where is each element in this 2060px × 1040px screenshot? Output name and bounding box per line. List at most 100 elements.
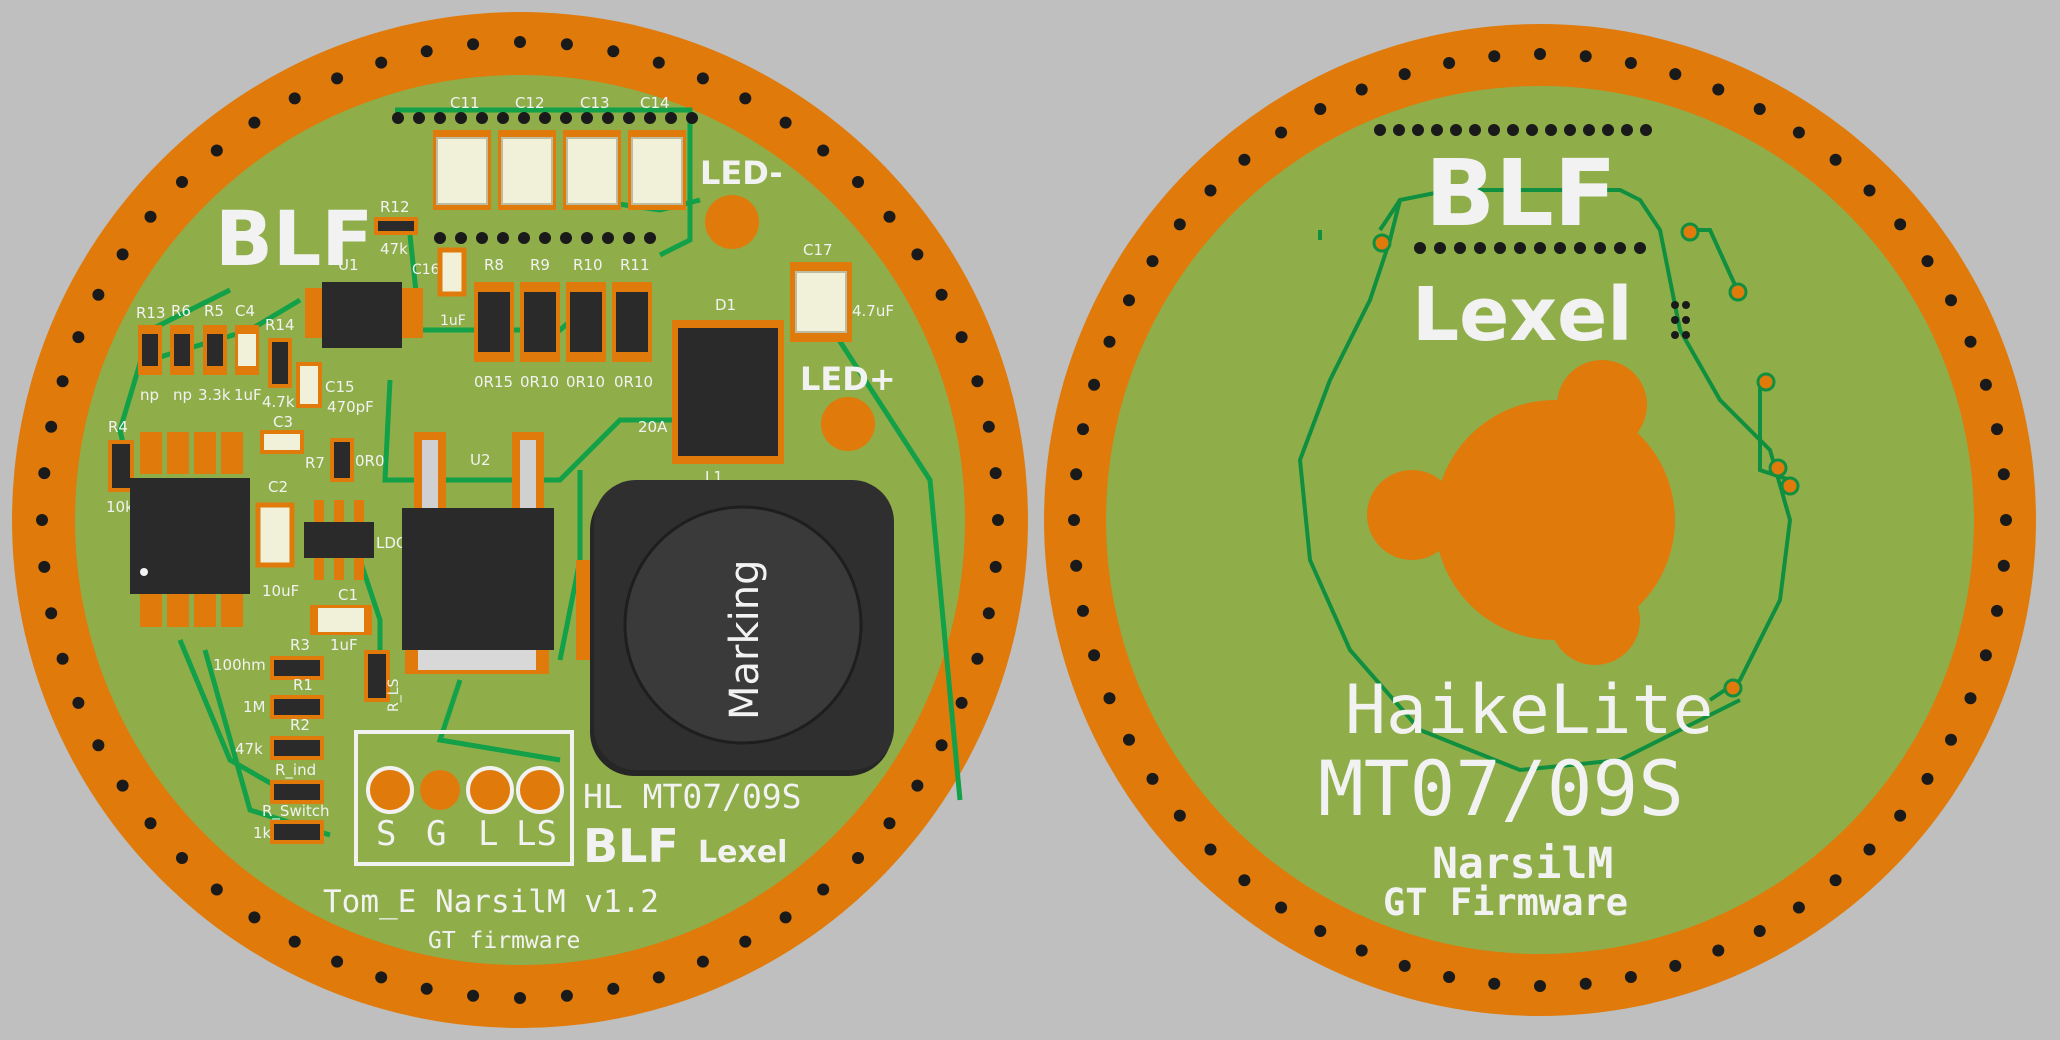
via-hole xyxy=(72,331,85,344)
r-ind-part xyxy=(270,780,324,804)
via-hole xyxy=(1669,68,1682,81)
via-hole xyxy=(56,375,69,388)
via-hole xyxy=(935,739,948,752)
c1-label: C1 xyxy=(338,586,358,604)
via-hole xyxy=(1123,733,1135,746)
cap-label-c12: C12 xyxy=(515,94,545,112)
via-hole xyxy=(1355,944,1368,957)
back-center-pad xyxy=(1367,360,1675,665)
via-hole xyxy=(434,232,446,244)
u2-regulator xyxy=(402,432,554,674)
via-hole xyxy=(1753,103,1766,115)
via-hole xyxy=(1204,843,1217,856)
c17-label: C17 xyxy=(803,241,833,259)
via-hole xyxy=(1414,242,1426,254)
r7-part xyxy=(330,438,354,482)
r9-label: R9 xyxy=(530,256,550,274)
r12-part xyxy=(374,217,418,235)
via-hole xyxy=(413,112,425,124)
back-firmware: GT Firmware xyxy=(1383,881,1628,924)
via-hole xyxy=(852,852,864,864)
via-hole xyxy=(779,911,792,924)
via-hole xyxy=(955,696,968,709)
connector-outline xyxy=(354,730,574,866)
via-hole xyxy=(607,982,620,995)
via-hole xyxy=(45,420,58,433)
inductor-marking: Marking xyxy=(722,560,768,721)
r3-value: 100hm xyxy=(213,656,266,674)
via-hole xyxy=(1921,255,1934,268)
back-blf-logo: BLF xyxy=(1425,140,1617,247)
c2-label: C2 xyxy=(268,478,288,496)
via-hole xyxy=(72,696,85,709)
via-hole xyxy=(644,232,656,244)
r-ls-label: R_LS xyxy=(386,678,402,712)
via-hole xyxy=(1088,649,1101,662)
via-hole xyxy=(116,779,129,792)
via-hole xyxy=(1077,423,1089,436)
shunt-resistor-row xyxy=(474,282,652,362)
via-hole xyxy=(560,232,572,244)
c2-part xyxy=(255,502,295,568)
u1-chip xyxy=(305,282,423,348)
r4-label: R4 xyxy=(108,418,128,436)
via-hole xyxy=(476,112,488,124)
via-hole xyxy=(467,989,480,1002)
via-hole xyxy=(1829,153,1842,166)
via-hole xyxy=(989,467,1002,480)
via-hole xyxy=(1474,242,1486,254)
via-hole xyxy=(852,176,864,188)
r-ind-label: R_ind xyxy=(275,761,316,780)
back-title: HaikeLite xyxy=(1345,671,1713,750)
c15-label: C15 xyxy=(325,378,355,396)
pad-g xyxy=(420,770,460,810)
r8-label: R8 xyxy=(484,256,504,274)
r14-label: R14 xyxy=(265,316,295,334)
via-hole xyxy=(497,232,509,244)
via-hole xyxy=(739,92,752,105)
back-software: NarsilM xyxy=(1432,839,1613,889)
r10-label: R10 xyxy=(573,256,603,274)
via-hole xyxy=(1173,809,1186,822)
via-hole xyxy=(1393,124,1405,136)
via-hole xyxy=(1494,242,1506,254)
via-hole xyxy=(514,992,526,1004)
via-hole xyxy=(1792,901,1805,914)
inductor-l1 xyxy=(576,480,894,776)
led-minus-label: LED- xyxy=(700,154,783,192)
front-edge-vias xyxy=(36,36,1004,1004)
via-hole xyxy=(288,935,301,948)
via-hole xyxy=(1602,124,1614,136)
r10-value: 0R10 xyxy=(566,373,605,391)
via-hole xyxy=(1921,772,1934,785)
via-hole xyxy=(514,36,526,48)
cap-label-c11: C11 xyxy=(450,94,480,112)
via-hole xyxy=(1634,242,1646,254)
via-hole xyxy=(935,288,948,301)
via-hole xyxy=(1077,604,1089,617)
r11-value: 0R10 xyxy=(614,373,653,391)
back-model: MT07/09S xyxy=(1318,744,1684,833)
via-hole xyxy=(1979,649,1992,662)
back-edge-vias xyxy=(1068,48,2012,992)
via-hole xyxy=(1275,901,1288,914)
via-hole xyxy=(539,112,551,124)
via-hole xyxy=(1534,48,1546,60)
ldo-chip xyxy=(304,500,374,580)
via-hole xyxy=(1374,124,1386,136)
via-hole xyxy=(665,112,677,124)
via-hole xyxy=(36,514,48,526)
via-hole xyxy=(1624,971,1637,983)
r11-label: R11 xyxy=(620,256,650,274)
via-hole xyxy=(1488,50,1501,63)
via-hole xyxy=(686,112,698,124)
via-hole xyxy=(1579,977,1592,990)
via-hole xyxy=(518,232,530,244)
r9-value: 0R10 xyxy=(520,373,559,391)
r-switch-part xyxy=(270,820,324,844)
c17-body xyxy=(795,271,847,333)
via-hole xyxy=(1431,124,1443,136)
via-hole xyxy=(623,232,635,244)
c1-value: 1uF xyxy=(330,636,358,654)
via-hole xyxy=(1103,692,1116,705)
